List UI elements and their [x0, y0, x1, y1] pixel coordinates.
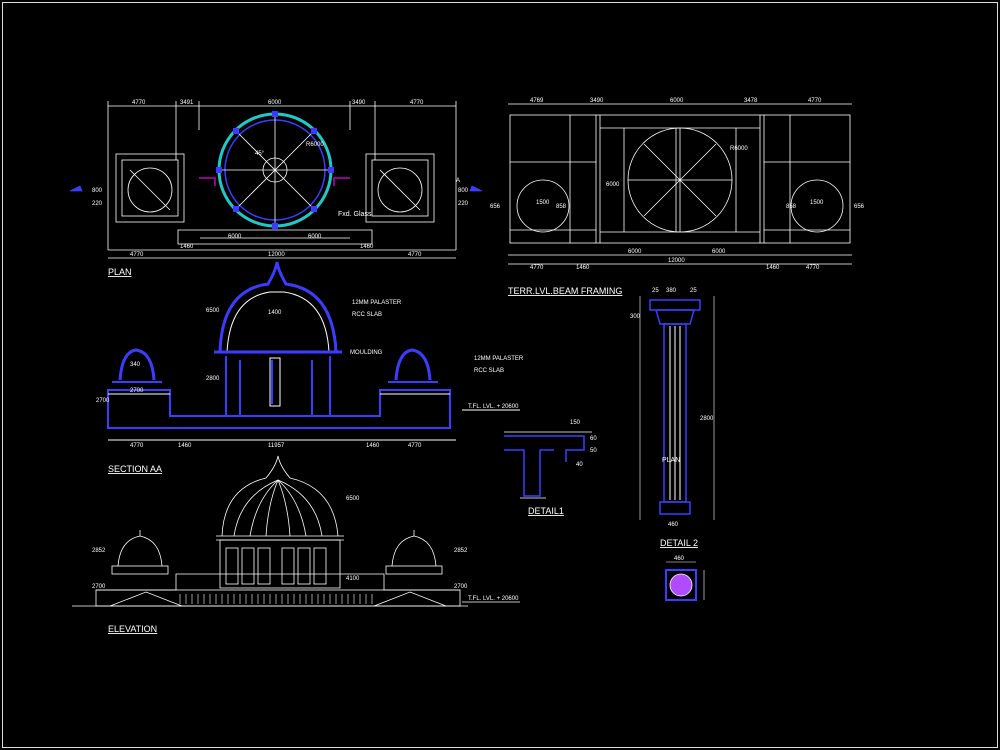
- framing-bottom-dim: 1460: [576, 265, 590, 271]
- framing-bottom-dim: 1460: [766, 265, 780, 271]
- detail2-plan-label: PLAN: [662, 457, 680, 464]
- elevation-level-label: T.FL. LVL. + 20600: [468, 596, 519, 602]
- section-title: SECTION AA: [108, 464, 162, 474]
- framing-title: TERR.LVL.BEAM FRAMING: [508, 286, 622, 296]
- plan-angle-label: 45°: [255, 151, 265, 157]
- section-dome-dim: 2700: [130, 388, 144, 394]
- section-bottom-dim: 4770: [408, 443, 422, 449]
- section-bottom-dim: 4770: [130, 443, 144, 449]
- section-dome-dim: 2800: [206, 376, 220, 382]
- plan-side-dim: 4770: [408, 252, 422, 258]
- detail1-dim: 40: [576, 462, 583, 468]
- elevation-dim: 2700: [92, 584, 106, 590]
- section-label: 12MM PALASTER: [352, 300, 402, 306]
- plan-total-dim: 12000: [268, 252, 285, 258]
- elevation-dim: 2852: [454, 548, 468, 554]
- plan-section-mark: A: [456, 178, 460, 184]
- section-dome-dim: 340: [130, 362, 141, 368]
- framing-bottom-dim: 6000: [712, 249, 726, 255]
- section-bottom-dim: 1460: [178, 443, 192, 449]
- plan-small-dim: 220: [458, 201, 469, 207]
- framing-small-dim: 858: [556, 204, 567, 210]
- plan-small-dim: 220: [92, 201, 103, 207]
- section-dome-dim: 2700: [96, 398, 110, 404]
- framing-bottom-dim: 4770: [806, 265, 820, 271]
- section-label: 12MM PALASTER: [474, 356, 524, 362]
- detail1-title: DETAIL1: [528, 506, 564, 516]
- detail2-column: [639, 296, 715, 520]
- plan-dimensions: 4770 3491 6000 3490 4770 1460 6000 6000 …: [92, 100, 469, 258]
- detail2-dim: 460: [668, 522, 679, 528]
- section-bottom-dim: 1460: [366, 443, 380, 449]
- framing-small-dim: 656: [490, 204, 501, 210]
- elevation-dim: 2700: [454, 584, 468, 590]
- plan-side-dim: 4770: [130, 252, 144, 258]
- elevation-dim: 2852: [92, 548, 106, 554]
- plan-bottom-dim: 6000: [308, 234, 322, 240]
- framing-small-dim: 858: [786, 204, 797, 210]
- framing-center-dim: 6000: [606, 182, 620, 188]
- plan-glass-label: Fxd. Glass: [338, 211, 372, 218]
- plan-top-dim: 4770: [410, 100, 424, 106]
- section-level-label: T.FL. LVL. + 20600: [468, 404, 519, 410]
- plan-top-dim: 3490: [352, 100, 366, 106]
- section-bottom-dim: 11957: [268, 443, 285, 449]
- plan-small-dim: 800: [458, 188, 469, 194]
- detail2-dim: 25: [652, 288, 659, 294]
- section-label: MOULDING: [350, 350, 383, 356]
- plan-bottom-dim: 1460: [360, 244, 374, 250]
- plan-radius-label: R6000: [306, 142, 324, 148]
- framing-bottom-dim: 6000: [628, 249, 642, 255]
- detail2-dim: 380: [666, 288, 677, 294]
- elevation-annotations: T.FL. LVL. + 20600 6500 2852 2700 4100 2…: [92, 496, 519, 602]
- detail1-dim: 150: [570, 420, 581, 426]
- elevation-title: ELEVATION: [108, 624, 157, 634]
- elevation-dim: 6500: [346, 496, 360, 502]
- section-annotations: 12MM PALASTER RCC SLAB MOULDING 12MM PAL…: [96, 300, 524, 449]
- framing-circle-dim: 1500: [810, 200, 824, 206]
- framing-circle-dim: 1500: [536, 200, 550, 206]
- plan-view: [69, 101, 483, 259]
- plan-top-dim: 3491: [180, 100, 194, 106]
- detail2-dim: 25: [690, 288, 697, 294]
- framing-total-dim: 12000: [668, 258, 685, 264]
- detail1-dim: 60: [590, 436, 597, 442]
- detail1-dim: 50: [590, 448, 597, 454]
- detail1-view: [504, 431, 592, 499]
- detail1-dimensions: 150 60 50 40: [570, 420, 597, 468]
- framing-radius-label: R6000: [730, 146, 748, 152]
- section-label: RCC SLAB: [474, 368, 504, 374]
- plan-bottom-dim: 1460: [180, 244, 194, 250]
- plan-title: PLAN: [108, 267, 132, 277]
- section-dome-dim: 1400: [268, 310, 282, 316]
- framing-small-dim: 656: [854, 204, 865, 210]
- plan-small-dim: 800: [92, 188, 103, 194]
- detail2-dim: 300: [630, 314, 641, 320]
- detail2-dim: 2800: [700, 416, 714, 422]
- detail2-title: DETAIL 2: [660, 538, 698, 548]
- section-label: RCC SLAB: [352, 312, 382, 318]
- framing-top-dim: 4769: [530, 98, 544, 104]
- framing-top-dim: 6000: [670, 98, 684, 104]
- detail2-dimensions: 25 380 25 300 2800 460 PLAN: [630, 288, 714, 528]
- framing-dimensions: 4769 3490 6000 3478 4770 4770 1460 6000 …: [490, 98, 865, 271]
- section-view: [107, 261, 520, 441]
- plan-top-dim: 6000: [268, 100, 282, 106]
- detail2-plan: 460: [665, 556, 705, 601]
- framing-view: [508, 103, 852, 265]
- elevation-dim: 4100: [346, 576, 360, 582]
- plan-top-dim: 4770: [132, 100, 146, 106]
- plan-bottom-dim: 6000: [228, 234, 242, 240]
- framing-top-dim: 3490: [590, 98, 604, 104]
- framing-bottom-dim: 4770: [530, 265, 544, 271]
- elevation-view: [72, 455, 520, 607]
- framing-top-dim: 4770: [808, 98, 822, 104]
- detail2-plan-dim: 460: [674, 556, 685, 562]
- section-dome-dim: 6500: [206, 308, 220, 314]
- framing-top-dim: 3478: [744, 98, 758, 104]
